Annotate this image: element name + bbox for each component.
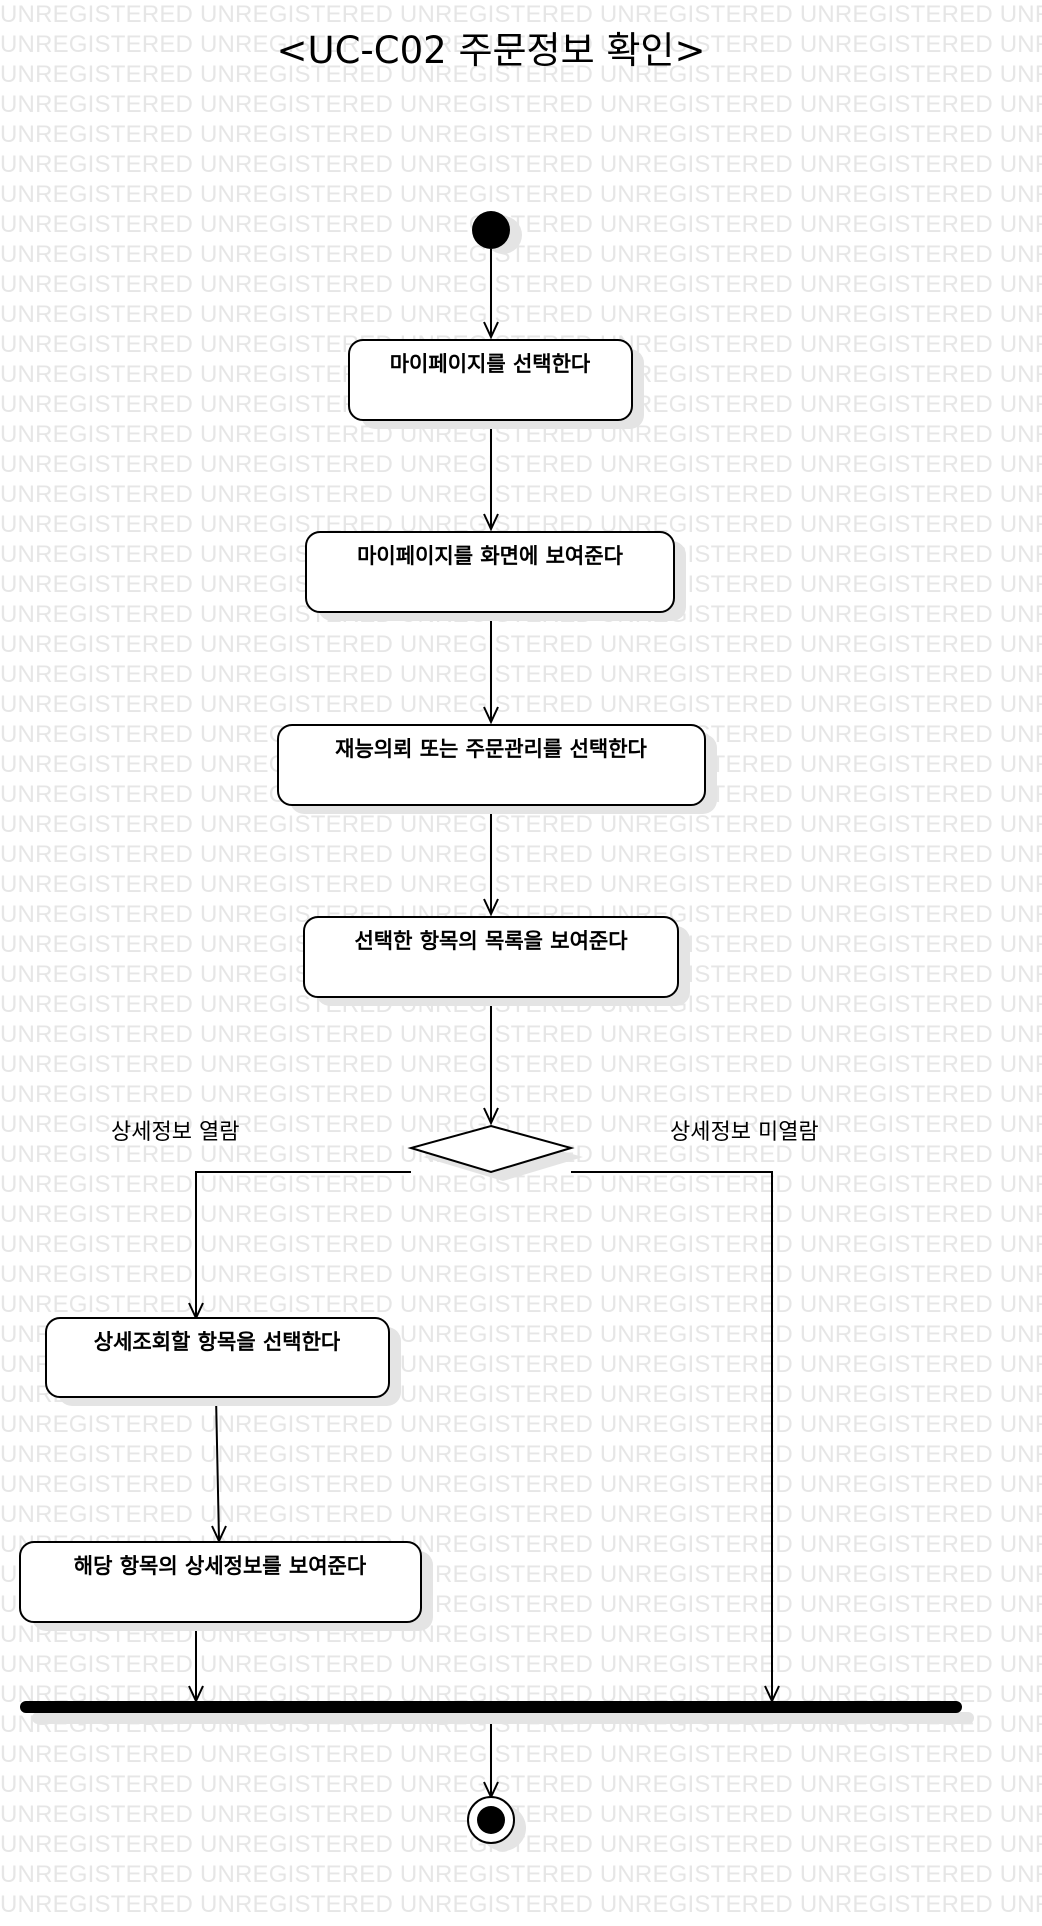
activity-show-list-label: 선택한 항목의 목록을 보여준다 <box>354 929 628 953</box>
activity-select-mypage[interactable] <box>348 339 633 421</box>
decision-node[interactable] <box>407 1124 575 1174</box>
activity-show-detail-label: 해당 항목의 상세정보를 보여준다 <box>74 1554 367 1578</box>
join-bar-shadow <box>32 1712 974 1724</box>
diagram-title: <UC-C02 주문정보 확인> <box>277 29 706 72</box>
activity-select-mypage-label: 마이페이지를 선택한다 <box>390 352 591 376</box>
activity-show-list[interactable] <box>303 916 679 998</box>
activity-select-menu[interactable] <box>277 724 706 806</box>
start-node[interactable] <box>472 211 510 249</box>
final-node-core <box>477 1806 505 1834</box>
activity-show-mypage-label: 마이페이지를 화면에 보여준다 <box>357 544 623 568</box>
activity-select-menu-label: 재능의뢰 또는 주문관리를 선택한다 <box>335 737 647 761</box>
activity-select-detail-item-label: 상세조회할 항목을 선택한다 <box>94 1330 341 1354</box>
join-bar[interactable] <box>20 1701 962 1713</box>
guard-view-detail: 상세정보 열람 <box>111 1120 239 1145</box>
guard-no-detail: 상세정보 미열람 <box>670 1120 819 1145</box>
activity-show-detail[interactable] <box>19 1541 422 1623</box>
activity-show-mypage[interactable] <box>305 531 675 613</box>
activity-select-detail-item[interactable] <box>45 1317 390 1398</box>
